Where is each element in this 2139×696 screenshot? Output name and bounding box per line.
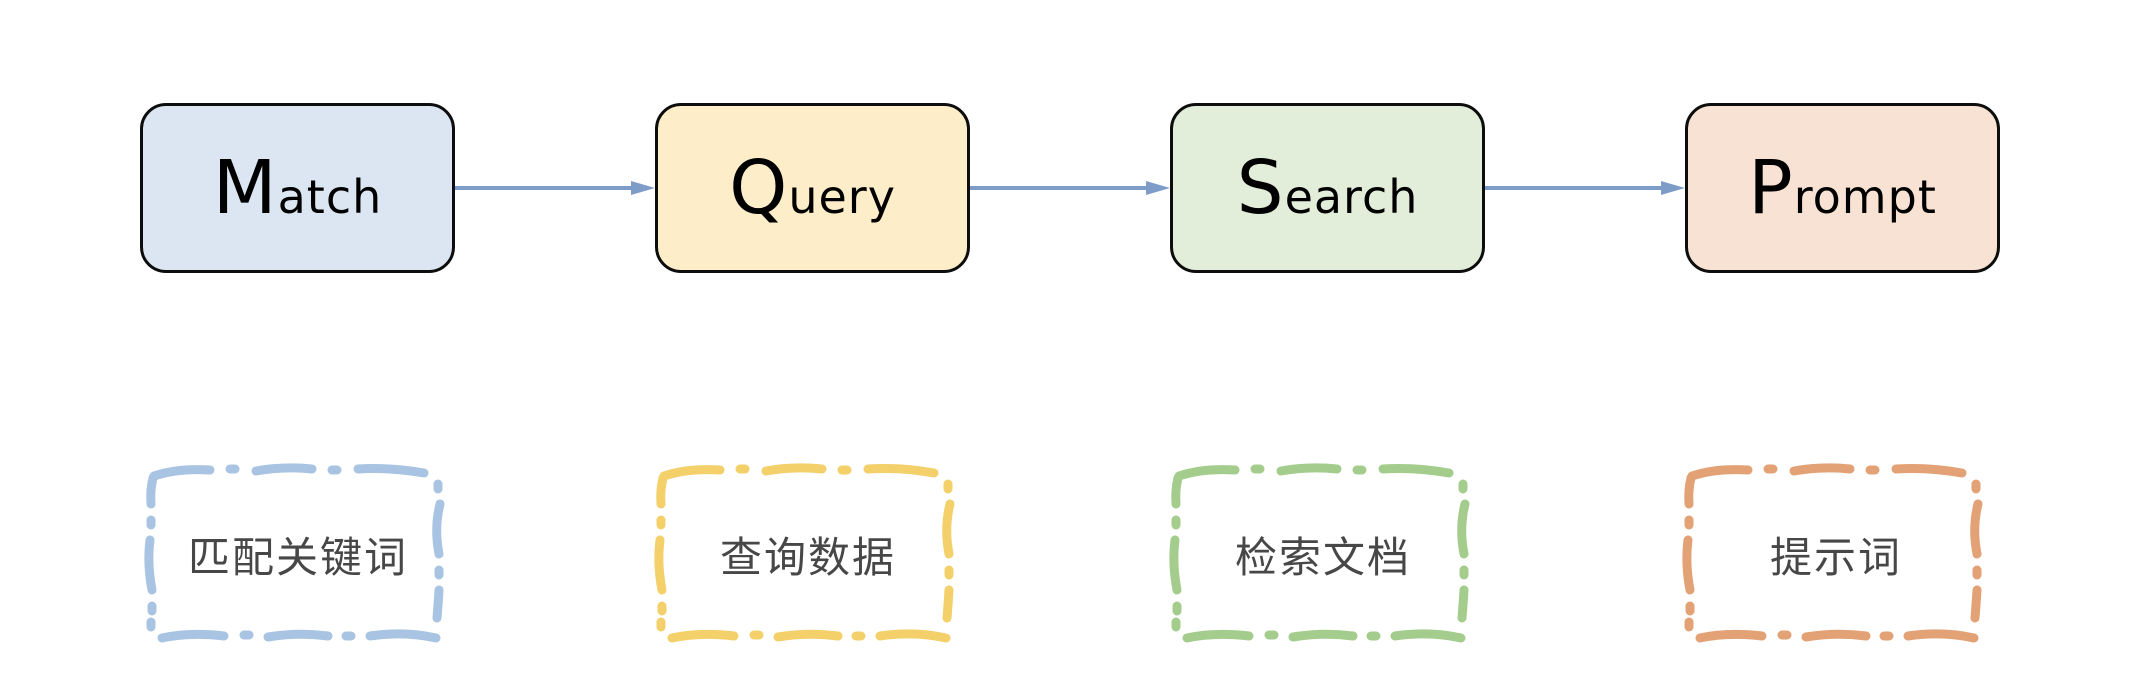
stage-box-prompt[interactable]: Prompt (1685, 103, 2000, 273)
note-box-query[interactable]: 查询数据 (648, 462, 968, 647)
arrow-head (631, 181, 655, 195)
arrow-shaft (455, 186, 633, 190)
stage-rest-match: atch (277, 170, 383, 224)
sketch-dash-dot-border-search (1169, 463, 1470, 643)
arrow-shaft (970, 186, 1148, 190)
arrow-head (1661, 181, 1685, 195)
note-label-match: 匹配关键词 (187, 533, 408, 582)
note-label-prompt: 提示词 (1769, 533, 1902, 582)
stage-initial-match: M (212, 145, 278, 231)
stage-initial-search: S (1236, 145, 1285, 231)
arrow-right-icon-query-to-search (970, 181, 1170, 195)
stage-rest-prompt: rompt (1793, 170, 1937, 224)
stage-label-query: Query (729, 151, 896, 225)
stage-label-search: Search (1237, 151, 1419, 225)
stage-initial-query: Q (729, 145, 789, 231)
stage-initial-prompt: P (1748, 145, 1794, 231)
note-box-match[interactable]: 匹配关键词 (138, 462, 458, 647)
sketch-dash-dot-border-prompt (1682, 463, 1983, 643)
stage-box-search[interactable]: Search (1170, 103, 1485, 273)
arrow-right-icon-match-to-query (455, 181, 655, 195)
arrow-head (1146, 181, 1170, 195)
stage-box-query[interactable]: Query (655, 103, 970, 273)
stage-rest-search: earch (1284, 170, 1419, 224)
stage-label-prompt: Prompt (1748, 151, 1937, 225)
note-label-query: 查询数据 (719, 533, 896, 582)
stage-rest-query: uery (788, 170, 896, 224)
arrow-right-icon-search-to-prompt (1485, 181, 1685, 195)
sketch-dash-dot-border-match (144, 463, 445, 643)
note-box-search[interactable]: 检索文档 (1163, 462, 1483, 647)
stage-label-match: Match (213, 151, 383, 225)
note-box-prompt[interactable]: 提示词 (1676, 462, 1996, 647)
arrow-shaft (1485, 186, 1663, 190)
note-label-search: 检索文档 (1234, 533, 1411, 582)
sketch-dash-dot-border-query (654, 463, 955, 643)
stage-box-match[interactable]: Match (140, 103, 455, 273)
